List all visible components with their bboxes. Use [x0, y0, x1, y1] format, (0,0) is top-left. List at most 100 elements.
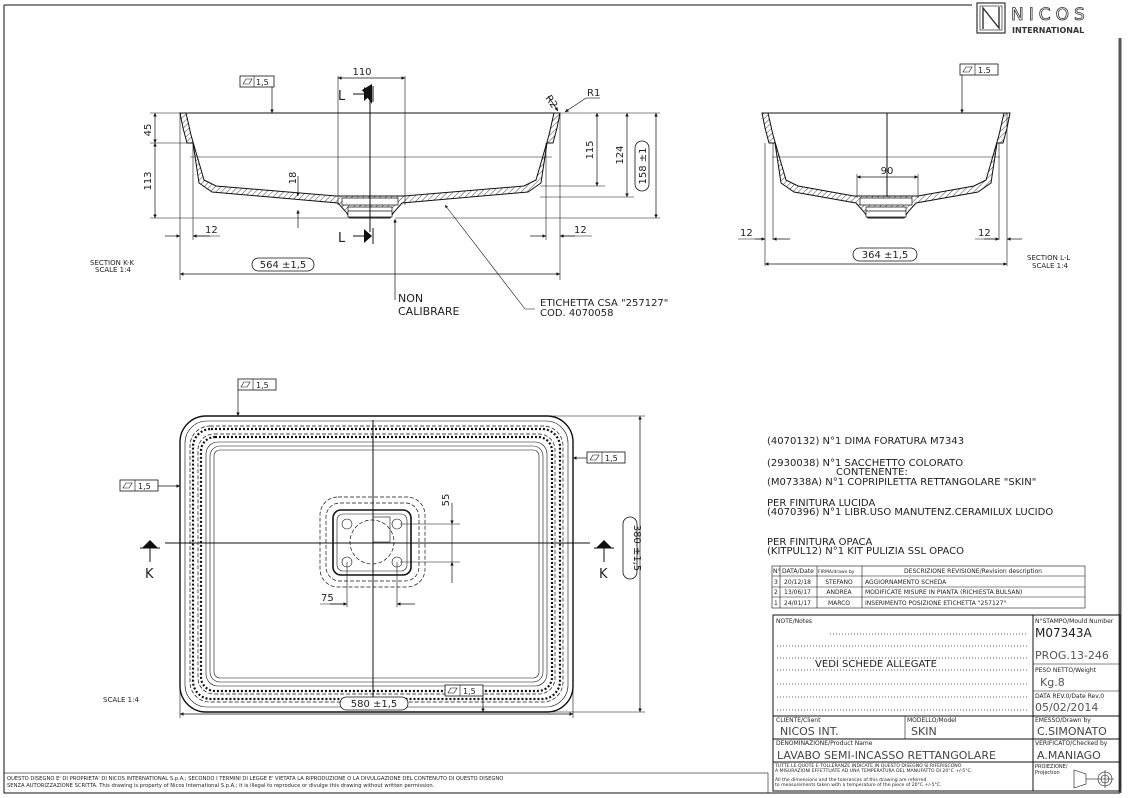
- dim-380: 380 ±1,5: [631, 525, 642, 572]
- dim-564: 564 ±1,5: [260, 260, 307, 271]
- dim-90: 90: [881, 166, 894, 177]
- kit-note: (KITPUL12) N°1 KIT PULIZIA SSL OPACO: [767, 546, 964, 557]
- logo-subtitle: INTERNATIONAL: [1012, 26, 1084, 35]
- section-kk-view: 110 L L 1,5 45 113 1: [90, 67, 668, 319]
- title-block: NOTE/Notes VEDI SCHEDE ALLEGATE N°STAMPO…: [772, 614, 1121, 792]
- kit-note: PER FINITURA OPACA: [767, 537, 873, 548]
- notes-dotted-lines: [777, 633, 1028, 711]
- svg-text:MODIFICATE MISURE IN PIANTA (R: MODIFICATE MISURE IN PIANTA (RICHIESTA B…: [865, 589, 1022, 596]
- notes-label: NOTE/Notes: [776, 618, 812, 625]
- revision-row: 3 20/12/18 STEFANO AGGIORNAMENTO SCHEDA: [774, 579, 947, 586]
- svg-text:MARCO: MARCO: [828, 600, 850, 607]
- svg-text:1.5: 1.5: [978, 66, 991, 75]
- svg-text:Projection: Projection: [1035, 770, 1060, 776]
- prog-number: PROG.13-246: [1035, 649, 1109, 662]
- svg-text:TUTTE LE QUOTE E TOLLERANZE IN: TUTTE LE QUOTE E TOLLERANZE INDICATE IN …: [774, 763, 962, 769]
- flatness-callout: 1,5: [239, 75, 275, 113]
- dim-18: 18: [288, 172, 299, 185]
- dim-55: 55: [441, 494, 452, 507]
- checked-by: A.MANIAGO: [1037, 749, 1101, 762]
- revision-table: N° DATA/Date FIRMA/drawn by DESCRIZIONE …: [771, 565, 1086, 609]
- kit-note: (M07338A) N°1 COPRIPILETTA RETTANGOLARE …: [767, 477, 1036, 488]
- radius-r1: R1: [587, 88, 600, 99]
- dim-364: 364 ±1,5: [862, 250, 909, 261]
- etichetta-code: COD. 4070058: [540, 308, 613, 319]
- svg-text:MODELLO/Model: MODELLO/Model: [907, 717, 957, 724]
- section-marker-l-bottom: L: [338, 228, 374, 246]
- section-mark-k: K: [599, 567, 608, 582]
- section-marker-k-right: K: [594, 540, 614, 582]
- svg-text:2: 2: [774, 589, 778, 596]
- svg-text:1: 1: [774, 600, 778, 607]
- flatness-callout-right: 1,5: [573, 451, 626, 464]
- date-rev0: 05/02/2014: [1035, 701, 1098, 714]
- kit-note: CONTENENTE:: [836, 467, 908, 478]
- svg-text:EMESSO/Drawn by: EMESSO/Drawn by: [1035, 717, 1091, 724]
- dim-110: 110: [352, 67, 371, 78]
- svg-text:1,5: 1,5: [256, 381, 269, 390]
- dim-124: 124: [615, 145, 626, 164]
- product-name: LAVABO SEMI-INCASSO RETTANGOLARE: [777, 749, 996, 762]
- svg-text:to measurements taken with a t: to measurements taken with a temperature…: [775, 782, 941, 788]
- revision-row: 2 13/06/17 ANDREA MODIFICATE MISURE IN P…: [774, 589, 1022, 596]
- svg-text:SENZA AUTORIZZAZIONE SCRITTA.: SENZA AUTORIZZAZIONE SCRITTA. This drawi…: [7, 783, 435, 789]
- drawn-by: C.SIMONATO: [1037, 725, 1107, 738]
- drain-section: [859, 197, 913, 218]
- section-kk-label: SECTION K-K: [90, 259, 134, 267]
- svg-text:1,5: 1,5: [256, 78, 269, 87]
- basin-section-hatch: [761, 112, 1011, 219]
- svg-text:FIRMA/drawn by: FIRMA/drawn by: [818, 569, 855, 575]
- section-kk-scale: SCALE 1:4: [95, 266, 131, 274]
- svg-text:PESO NETTO/Weight: PESO NETTO/Weight: [1035, 667, 1097, 674]
- basin-section-hatch: [179, 112, 561, 219]
- section-marker-l-top: L: [338, 84, 374, 104]
- projection-symbol-icon: [1073, 769, 1114, 789]
- notes-text: VEDI SCHEDE ALLEGATE: [815, 659, 937, 670]
- section-mark-k: K: [145, 567, 154, 582]
- kit-notes: (4070132) N°1 DIMA FORATURA M7343 (29300…: [767, 436, 1053, 557]
- svg-text:24/01/17: 24/01/17: [784, 600, 811, 607]
- section-ll-view: 1.5 90 12 12 364 ±1,5 SECTION L-L SCALE …: [738, 63, 1070, 270]
- dim-158: 158 ±1: [638, 147, 649, 184]
- svg-text:DATA REV.0/Date Rev.0: DATA REV.0/Date Rev.0: [1035, 693, 1104, 700]
- copyright-notice: QUESTO DISEGNO E' DI PROPRIETA' DI NICOS…: [3, 772, 769, 794]
- svg-text:20/12/18: 20/12/18: [784, 579, 811, 586]
- svg-text:INSERIMENTO POSIZIONE ETICHETT: INSERIMENTO POSIZIONE ETICHETTA "257127": [865, 600, 1006, 607]
- non-calibrare-note: NON: [398, 292, 423, 305]
- svg-text:PROIEZIONE/: PROIEZIONE/: [1035, 764, 1068, 770]
- section-marker-k-left: K: [140, 540, 160, 582]
- svg-text:AGGIORNAMENTO SCHEDA: AGGIORNAMENTO SCHEDA: [865, 579, 947, 586]
- dim-115: 115: [585, 140, 596, 159]
- dim-45: 45: [143, 124, 154, 137]
- dim-12-left: 12: [740, 228, 753, 239]
- kit-note: (4070132) N°1 DIMA FORATURA M7343: [767, 436, 964, 447]
- svg-text:STEFANO: STEFANO: [825, 579, 853, 586]
- dim-12-right: 12: [978, 228, 991, 239]
- svg-text:3: 3: [774, 579, 778, 586]
- svg-text:DENOMINAZIONE/Product Name: DENOMINAZIONE/Product Name: [776, 740, 873, 747]
- svg-text:DATA/Date: DATA/Date: [782, 568, 814, 575]
- sheet-frame: [3, 4, 1122, 794]
- svg-text:1,5: 1,5: [463, 687, 476, 696]
- svg-text:1,5: 1,5: [138, 482, 151, 491]
- svg-text:ANDREA: ANDREA: [826, 589, 852, 596]
- dim-75: 75: [321, 593, 334, 604]
- flatness-callout: 1.5: [959, 63, 999, 113]
- svg-text:CLIENTE/Client: CLIENTE/Client: [776, 717, 821, 724]
- non-calibrare-note-2: CALIBRARE: [398, 305, 459, 318]
- section-mark-l: L: [338, 89, 346, 104]
- plan-view: K K 1,5 1,5 1,5 1: [103, 378, 645, 718]
- radius-r2: R2: [543, 93, 560, 110]
- mould-number: M07343A: [1035, 626, 1093, 640]
- logo-name: NICOS: [1011, 5, 1090, 25]
- section-ll-profile: [761, 112, 1011, 219]
- dim-113: 113: [143, 171, 154, 190]
- svg-text:VERIFICATO/Checked by: VERIFICATO/Checked by: [1035, 740, 1108, 747]
- weight-value: Kg.8: [1040, 676, 1065, 689]
- svg-text:1,5: 1,5: [605, 454, 618, 463]
- svg-text:DESCRIZIONE REVISIONE/Revision: DESCRIZIONE REVISIONE/Revision descripti…: [904, 568, 1042, 575]
- client-value: NICOS INT.: [780, 725, 839, 738]
- dim-580: 580 ±1,5: [351, 699, 398, 710]
- svg-text:A MISURAZIONI EFFETTUATE AD UN: A MISURAZIONI EFFETTUATE AD UNA TEMPERAT…: [775, 768, 972, 774]
